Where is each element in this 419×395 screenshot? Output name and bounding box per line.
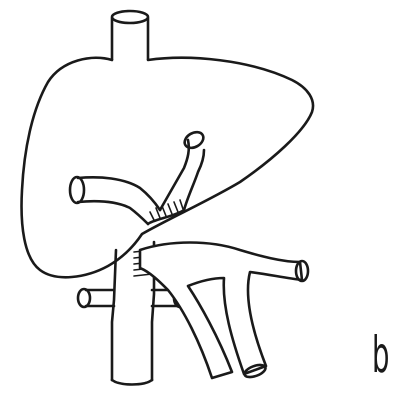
panel-label: b [372, 330, 389, 380]
upper-vena-cava [112, 11, 148, 60]
mesenteric-splenic-vessels [140, 243, 308, 380]
